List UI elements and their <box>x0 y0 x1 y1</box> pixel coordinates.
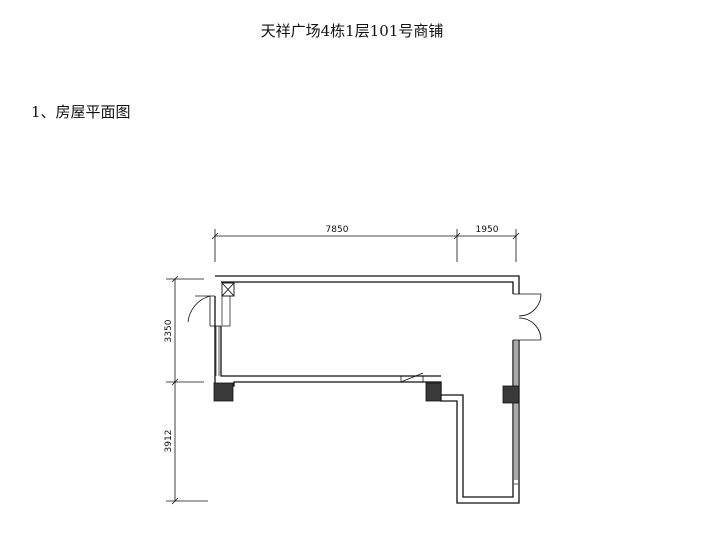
dimension-label-3912: 3912 <box>164 430 174 453</box>
wall-opening-line <box>400 372 424 383</box>
top-dimension-tick-left <box>211 232 219 240</box>
service-shaft <box>221 282 235 327</box>
right-door <box>513 293 542 341</box>
top-dimension-group <box>211 229 520 262</box>
wall-opening-box <box>400 375 424 383</box>
column-left <box>213 382 234 402</box>
section-heading: 1、房屋平面图 <box>31 103 131 121</box>
document-title: 天祥广场4栋1层101号商铺 <box>260 22 444 40</box>
top-dimension-tick-mid <box>453 232 461 240</box>
left-door <box>187 295 221 327</box>
dimension-label-1950: 1950 <box>476 225 499 235</box>
left-dimension-tick-bottom <box>171 497 179 505</box>
service-cabinet <box>221 295 231 327</box>
column-middle <box>425 382 442 402</box>
top-dimension-tick-right <box>512 232 520 240</box>
outer-wall-outline <box>214 275 520 504</box>
right-door-arc-bottom <box>518 317 542 341</box>
columns <box>213 382 520 404</box>
dimension-label-3350: 3350 <box>164 319 174 342</box>
right-door-arc-top <box>518 293 542 317</box>
left-door-arc <box>187 295 211 323</box>
inner-wall-outline <box>220 281 514 498</box>
left-dimension-tick-mid <box>171 378 179 386</box>
dimension-label-7850: 7850 <box>326 225 349 235</box>
left-dimension-group <box>166 275 208 505</box>
column-right <box>502 385 520 404</box>
walls <box>214 275 520 504</box>
left-dimension-tick-top <box>171 275 179 283</box>
wall-opening-mark <box>400 372 424 383</box>
service-shaft-cross-b <box>221 282 235 297</box>
